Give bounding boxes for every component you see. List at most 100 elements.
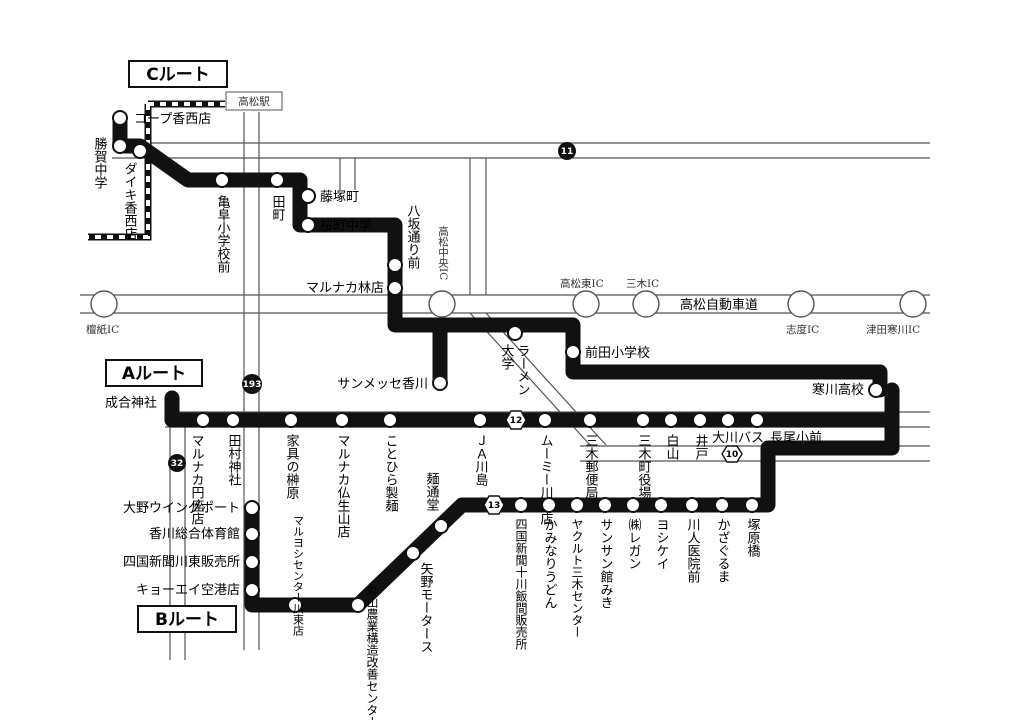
- stop-kawahito: [684, 497, 700, 513]
- stop-kazaguruma: [714, 497, 730, 513]
- stop-sunmesse: [432, 375, 448, 391]
- stop-okawa-bus: [720, 412, 736, 428]
- label-kaminari: かみなりうどん: [542, 518, 557, 609]
- stop-mumi: [537, 412, 553, 428]
- label-nagao: 長尾小前: [770, 430, 822, 446]
- ic-hiyoshi-icon: [90, 290, 118, 318]
- ic-tsuda-icon: [899, 290, 927, 318]
- label-kyoei: キョーエイ空港店: [136, 583, 240, 598]
- stop-shirayama: [663, 412, 679, 428]
- road-vertical-short: [339, 158, 356, 190]
- ic-tsuda-label: 津田寒川IC: [866, 323, 920, 336]
- label-tsukahara: 塚原橋: [745, 518, 761, 558]
- stop-maruyoshi: [287, 597, 303, 613]
- stop-ono: [244, 500, 260, 516]
- svg-text:10: 10: [726, 450, 739, 460]
- route-13-icon: [483, 495, 505, 515]
- stop-ido: [692, 412, 708, 428]
- road-route-11: [112, 142, 930, 159]
- stop-shikoku-togawa: [513, 497, 529, 513]
- label-ramen: ラーメン: [515, 344, 530, 396]
- label-sunmesse: サンメッセ香川: [337, 377, 428, 392]
- ic-hiyoshi-label: 檀紙IC: [86, 323, 119, 336]
- label-mendori: 麺通堂: [424, 472, 440, 511]
- route-c-title: Cルート: [128, 60, 228, 88]
- stop-tamura: [225, 412, 241, 428]
- label-ido: 井戸: [693, 434, 709, 460]
- stop-daiki: [132, 143, 148, 159]
- stop-marunaka-hayashi: [387, 280, 403, 296]
- stop-katsuga: [112, 138, 128, 154]
- label-shikoku-kawahigashi: 四国新聞川東販売所: [123, 554, 240, 570]
- label-marunaka-enza: マルナカ円座店: [189, 434, 205, 525]
- svg-text:Bルート: Bルート: [155, 610, 219, 630]
- route-32-icon: [168, 454, 186, 472]
- stop-fujitsuka: [300, 188, 316, 204]
- ic-miki-label: 三木IC: [626, 278, 659, 290]
- stop-ja: [472, 412, 488, 428]
- route-b-stops: [244, 497, 760, 613]
- route-10-icon: [721, 445, 743, 463]
- stop-kagawa-gym: [244, 526, 260, 542]
- label-ono: 大野ウイングポート: [123, 501, 240, 516]
- stop-coop: [112, 110, 128, 126]
- ic-chuo-icon: [428, 290, 456, 318]
- stop-daigaku: [507, 325, 523, 341]
- route-a-stops: [195, 412, 765, 428]
- route-a-title: Aルート: [105, 359, 203, 387]
- route-12-icon: [505, 410, 527, 430]
- label-yakult: ヤクルト三木センター: [570, 518, 584, 638]
- road-expressway: [80, 294, 930, 314]
- interchanges: [90, 290, 927, 318]
- station-takamatsu: 高松駅: [225, 91, 283, 111]
- expressway-label: 高松自動車道: [680, 297, 758, 313]
- route-c-stops: [112, 110, 884, 398]
- stop-mendori: [433, 518, 449, 534]
- label-narai: 成合神社: [105, 395, 157, 411]
- stop-kyoei: [244, 582, 260, 598]
- label-daigaku: 大学: [499, 344, 515, 370]
- stop-tsukahara: [744, 497, 760, 513]
- stop-marunaka-enza: [195, 412, 211, 428]
- label-coop: コープ香西店: [134, 112, 211, 127]
- stop-samukawa: [868, 382, 884, 398]
- road-number-markers: 11 193 32 12 10 13: [168, 142, 743, 515]
- label-regan: ㈱レガン: [626, 518, 642, 570]
- stop-sakuramachi: [300, 217, 316, 233]
- stop-kaminari: [541, 497, 557, 513]
- stop-yoshikei: [653, 497, 669, 513]
- svg-text:Aルート: Aルート: [122, 364, 186, 384]
- stop-kagu: [283, 412, 299, 428]
- stop-maruyama: [350, 597, 366, 613]
- stop-tamachi: [269, 172, 285, 188]
- svg-text:12: 12: [510, 416, 523, 426]
- label-samukawa: 寒川高校: [812, 382, 864, 398]
- label-shirayama: 白山: [664, 433, 679, 460]
- stop-sunsun: [597, 497, 613, 513]
- ic-chuo-label: 高松中央IC: [437, 225, 449, 280]
- label-tamachi: 田町: [270, 195, 286, 221]
- route-11-icon: [558, 142, 576, 160]
- label-marunaka-busshozan: マルナカ仏生山店: [335, 434, 351, 538]
- stop-marunaka-busshozan: [334, 412, 350, 428]
- ic-miki-icon: [632, 290, 660, 318]
- label-ja: ＪＡ川島: [473, 434, 489, 486]
- stop-kotohira: [382, 412, 398, 428]
- label-yano: 矢野モータース: [418, 562, 434, 653]
- label-miki-post: 三木郵便局: [583, 434, 599, 499]
- label-maruyoshi: マルヨシセンター川東店: [292, 515, 305, 636]
- label-kawahito: 川人医院前: [685, 518, 701, 583]
- stop-yakult: [569, 497, 585, 513]
- svg-text:32: 32: [171, 459, 184, 469]
- ic-shido-label: 志度IC: [786, 323, 819, 336]
- stop-maeda: [565, 344, 581, 360]
- label-yasaka: 八坂通り前: [405, 204, 421, 269]
- stop-nagao: [749, 412, 765, 428]
- label-maeda: 前田小学校: [585, 345, 650, 361]
- stop-regan: [625, 497, 641, 513]
- route-c-line: [112, 110, 888, 398]
- route-a-line: [164, 382, 900, 428]
- route-b-title: Bルート: [137, 605, 237, 633]
- ic-shido-icon: [787, 290, 815, 318]
